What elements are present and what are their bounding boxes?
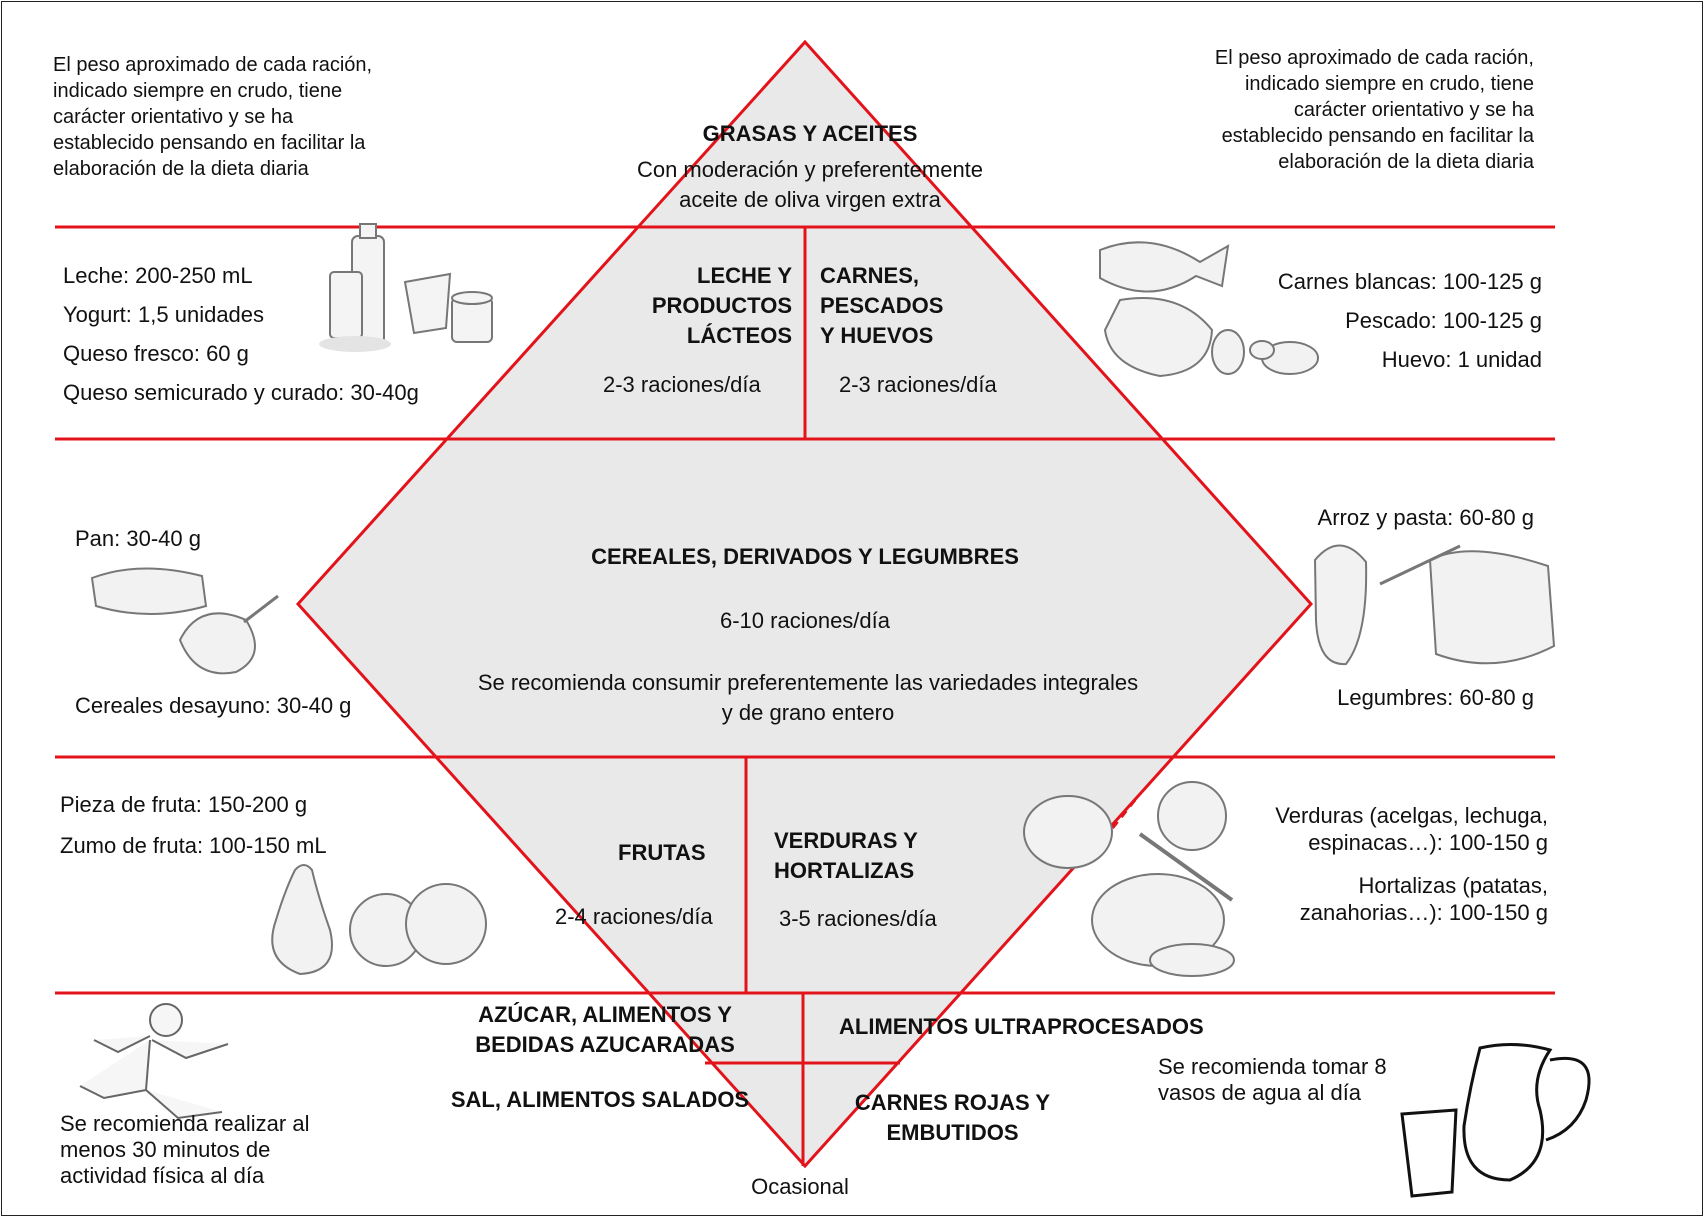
portion-pescado: Pescado: 100-125 g — [1345, 308, 1542, 333]
lacteos-title-l1: LECHE Y — [697, 263, 792, 288]
portion-queso-curado: Queso semicurado y curado: 30-40g — [63, 380, 419, 405]
portion-carnes-blancas: Carnes blancas: 100-125 g — [1277, 269, 1542, 294]
azucar-title-l2: BEDIDAS AZUCARADAS — [475, 1032, 735, 1057]
cereales-freq: 6-10 raciones/día — [720, 608, 890, 633]
portion-verduras-l2: espinacas…): 100-150 g — [1308, 830, 1548, 855]
dashed-accent — [1093, 799, 1137, 851]
pyramid-diamond — [295, 39, 1314, 1169]
grasas-line1: Con moderación y preferentemente — [636, 157, 984, 182]
runner-icon — [79, 1003, 229, 1120]
verduras-title-l2: HORTALIZAS — [774, 858, 915, 883]
portion-yogurt: Yogurt: 1,5 unidades — [63, 302, 265, 327]
milk-bottle-glass-icon — [319, 223, 391, 352]
cereales-note-l2: y de grano entero — [721, 700, 895, 725]
water-jug-glass-icon — [1400, 1042, 1591, 1198]
ultraprocesados-title: ALIMENTOS ULTRAPROCESADOS — [839, 1014, 1204, 1039]
portion-leche: Leche: 200-250 mL — [63, 263, 253, 288]
portion-pan: Pan: 30-40 g — [75, 526, 201, 551]
grasas-title: GRASAS Y ACEITES — [702, 121, 918, 146]
azucar-title-l1: AZÚCAR, ALIMENTOS Y — [478, 1002, 732, 1027]
frutas-freq: 2-4 raciones/día — [555, 904, 713, 929]
portion-hortalizas-l2: zanahorias…): 100-150 g — [1299, 900, 1548, 925]
frutas-title: FRUTAS — [618, 840, 706, 865]
portion-zumo-fruta: Zumo de fruta: 100-150 mL — [60, 833, 327, 858]
portion-verduras-l1: Verduras (acelgas, lechuga, — [1275, 803, 1548, 828]
pasta-legumes-sack-icon — [1313, 544, 1556, 666]
portion-cereales-desayuno: Cereales desayuno: 30-40 g — [75, 693, 352, 718]
recommendation-actividad: Se recomienda realizar al menos 30 minut… — [60, 1111, 310, 1188]
verduras-title-l1: VERDURAS Y — [774, 828, 918, 853]
pear-apple-icon — [271, 864, 487, 976]
portion-huevo: Huevo: 1 unidad — [1381, 347, 1542, 372]
note-left: El peso aproximado de cada ración, indic… — [53, 54, 373, 180]
portion-legumbres: Legumbres: 60-80 g — [1337, 685, 1534, 710]
fish-chicken-eggs-icon — [1099, 241, 1319, 378]
carnes-freq: 2-3 raciones/día — [839, 372, 997, 397]
carnes-rojas-title-l1: CARNES ROJAS Y — [854, 1090, 1051, 1115]
carnes-rojas-title-l2: EMBUTIDOS — [886, 1120, 1019, 1145]
lacteos-title-l3: LÁCTEOS — [686, 323, 792, 348]
yogurt-jars-icon — [403, 272, 493, 343]
cereales-note-l1: Se recomienda consumir preferentemente l… — [477, 670, 1139, 695]
cereales-title: CEREALES, DERIVADOS Y LEGUMBRES — [591, 544, 1019, 569]
verduras-freq: 3-5 raciones/día — [779, 906, 937, 931]
portion-queso-fresco: Queso fresco: 60 g — [63, 341, 249, 366]
carnes-title-l2: PESCADOS — [820, 293, 944, 318]
lacteos-title-l2: PRODUCTOS — [651, 293, 792, 318]
sal-title: SAL, ALIMENTOS SALADOS — [450, 1087, 750, 1112]
ocasional-label: Ocasional — [751, 1174, 849, 1199]
carnes-title-l3: Y HUEVOS — [820, 323, 934, 348]
lacteos-freq: 2-3 raciones/día — [603, 372, 761, 397]
portion-arroz: Arroz y pasta: 60-80 g — [1317, 505, 1534, 530]
portion-hortalizas-l1: Hortalizas (patatas, — [1358, 873, 1548, 898]
portion-pieza-fruta: Pieza de fruta: 150-200 g — [60, 792, 308, 817]
vegetables-icon — [1023, 781, 1235, 977]
bread-cereal-icon — [90, 567, 279, 675]
note-right: El peso aproximado de cada ración, indic… — [1214, 47, 1534, 173]
carnes-title-l1: CARNES, — [820, 263, 920, 288]
recommendation-agua: Se recomienda tomar 8 vasos de agua al d… — [1158, 1054, 1387, 1105]
grasas-line2: aceite de oliva virgen extra — [679, 187, 941, 212]
